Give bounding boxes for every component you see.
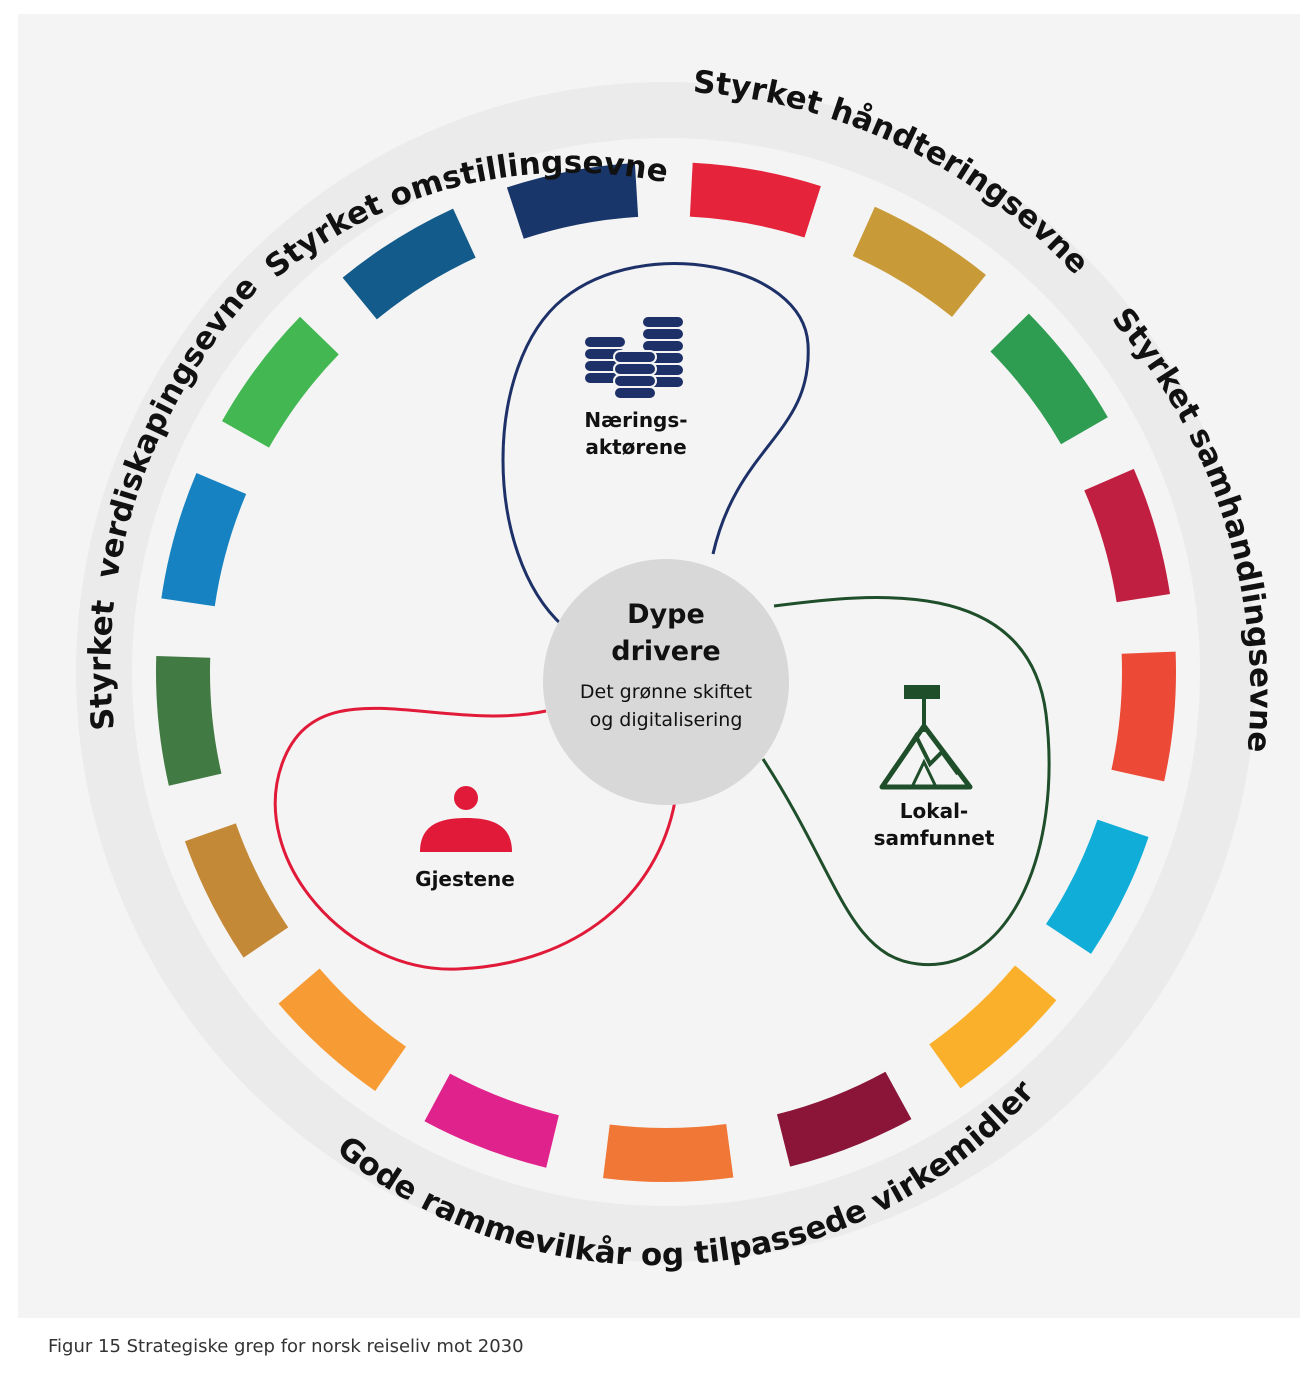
gjest-loop [273, 706, 677, 971]
ring-segment-3 [990, 313, 1108, 445]
strategy-wheel-diagram: Dype drivere Det grønne skiftet og digit… [76, 64, 1279, 1273]
naering-loop [501, 262, 810, 628]
ring-segment-11 [278, 968, 406, 1091]
ring-segment-7 [929, 965, 1057, 1089]
center-title-line1: Dype [627, 599, 705, 630]
lokal-label-line1: Lokal- [900, 799, 968, 823]
center-title-line2: drivere [611, 636, 720, 667]
center-subtitle-line1: Det grønne skiftet [580, 681, 752, 703]
figure-panel: Dype drivere Det grønne skiftet og digit… [18, 14, 1300, 1318]
ring-segment-13 [156, 656, 222, 786]
ring-segment-1 [689, 162, 821, 238]
ring-segment-12 [184, 823, 289, 958]
ring-segment-15 [221, 316, 339, 448]
naering-label-line2: aktørene [585, 435, 686, 459]
ring-segment-4 [1084, 468, 1171, 603]
coin-stacks-icon [583, 315, 685, 400]
ring-segment-16 [342, 208, 476, 320]
mountain-flag-icon [879, 685, 973, 790]
person-icon [420, 786, 512, 852]
lokal-label-line2: samfunnet [874, 826, 995, 850]
figure-caption: Figur 15 Strategiske grep for norsk reis… [48, 1336, 524, 1357]
ring-segment-14 [161, 472, 247, 607]
center-subtitle-line2: og digitalisering [590, 709, 743, 731]
gjest-label: Gjestene [415, 867, 515, 891]
colored-segment-ring [156, 162, 1176, 1182]
ring-segment-10 [424, 1073, 559, 1168]
naering-label-line1: Nærings- [584, 408, 687, 432]
ring-segment-9 [603, 1124, 734, 1182]
ring-segment-17 [506, 162, 639, 239]
center-circle [543, 559, 789, 805]
ring-segment-2 [852, 206, 986, 317]
ring-segment-8 [776, 1071, 912, 1167]
ring-segment-5 [1111, 651, 1176, 782]
lokal-loop [761, 596, 1051, 967]
ring-segment-6 [1045, 819, 1149, 954]
